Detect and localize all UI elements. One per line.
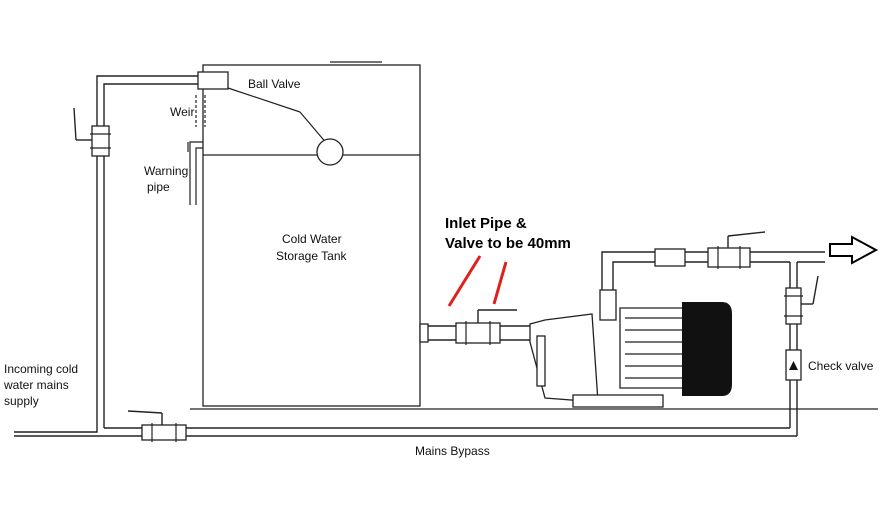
inlet-gate-valve	[455, 309, 517, 345]
bypass-gate-valve	[127, 410, 187, 442]
mains-bypass-label: Mains Bypass	[415, 444, 490, 458]
mains-bypass-pipe	[104, 427, 797, 437]
weir	[195, 95, 206, 127]
check-valve-label: Check valve	[808, 359, 874, 373]
pump-base	[572, 394, 664, 408]
incoming-supply-label-1: Incoming cold	[4, 362, 78, 376]
cold-water-storage-tank	[202, 61, 421, 407]
ball-valve-body	[197, 71, 229, 90]
incoming-supply-pipe	[14, 75, 198, 437]
inlet-annotation-pointers	[447, 255, 508, 307]
outlet-gate-valve	[707, 231, 766, 269]
tank-label-1: Cold Water	[282, 232, 342, 246]
outlet-union	[654, 248, 686, 267]
ball-valve-label: Ball Valve	[248, 77, 301, 91]
check-valve	[785, 349, 802, 381]
motor-fan-cover	[682, 302, 732, 396]
inlet-note-2: Valve to be 40mm	[445, 235, 571, 252]
warning-pipe	[187, 141, 203, 205]
outlet-arrow-icon	[829, 235, 879, 265]
riser-gate-valve	[784, 275, 819, 325]
incoming-supply-label-3: supply	[4, 394, 39, 408]
incoming-supply-label-2: water mains	[3, 378, 69, 392]
pump-outlet-port	[599, 289, 617, 321]
pump	[529, 289, 732, 408]
warning-pipe-label-1: Warning	[144, 164, 188, 178]
weir-label: Weir	[170, 105, 194, 119]
float-ball	[316, 138, 344, 166]
ball-valve-float	[197, 71, 344, 166]
inlet-note-1: Inlet Pipe &	[445, 215, 527, 232]
warning-pipe-label-2: pipe	[147, 180, 170, 194]
tank-label-2: Storage Tank	[276, 249, 347, 263]
motor-body	[619, 307, 691, 389]
supply-gate-valve	[73, 107, 111, 157]
